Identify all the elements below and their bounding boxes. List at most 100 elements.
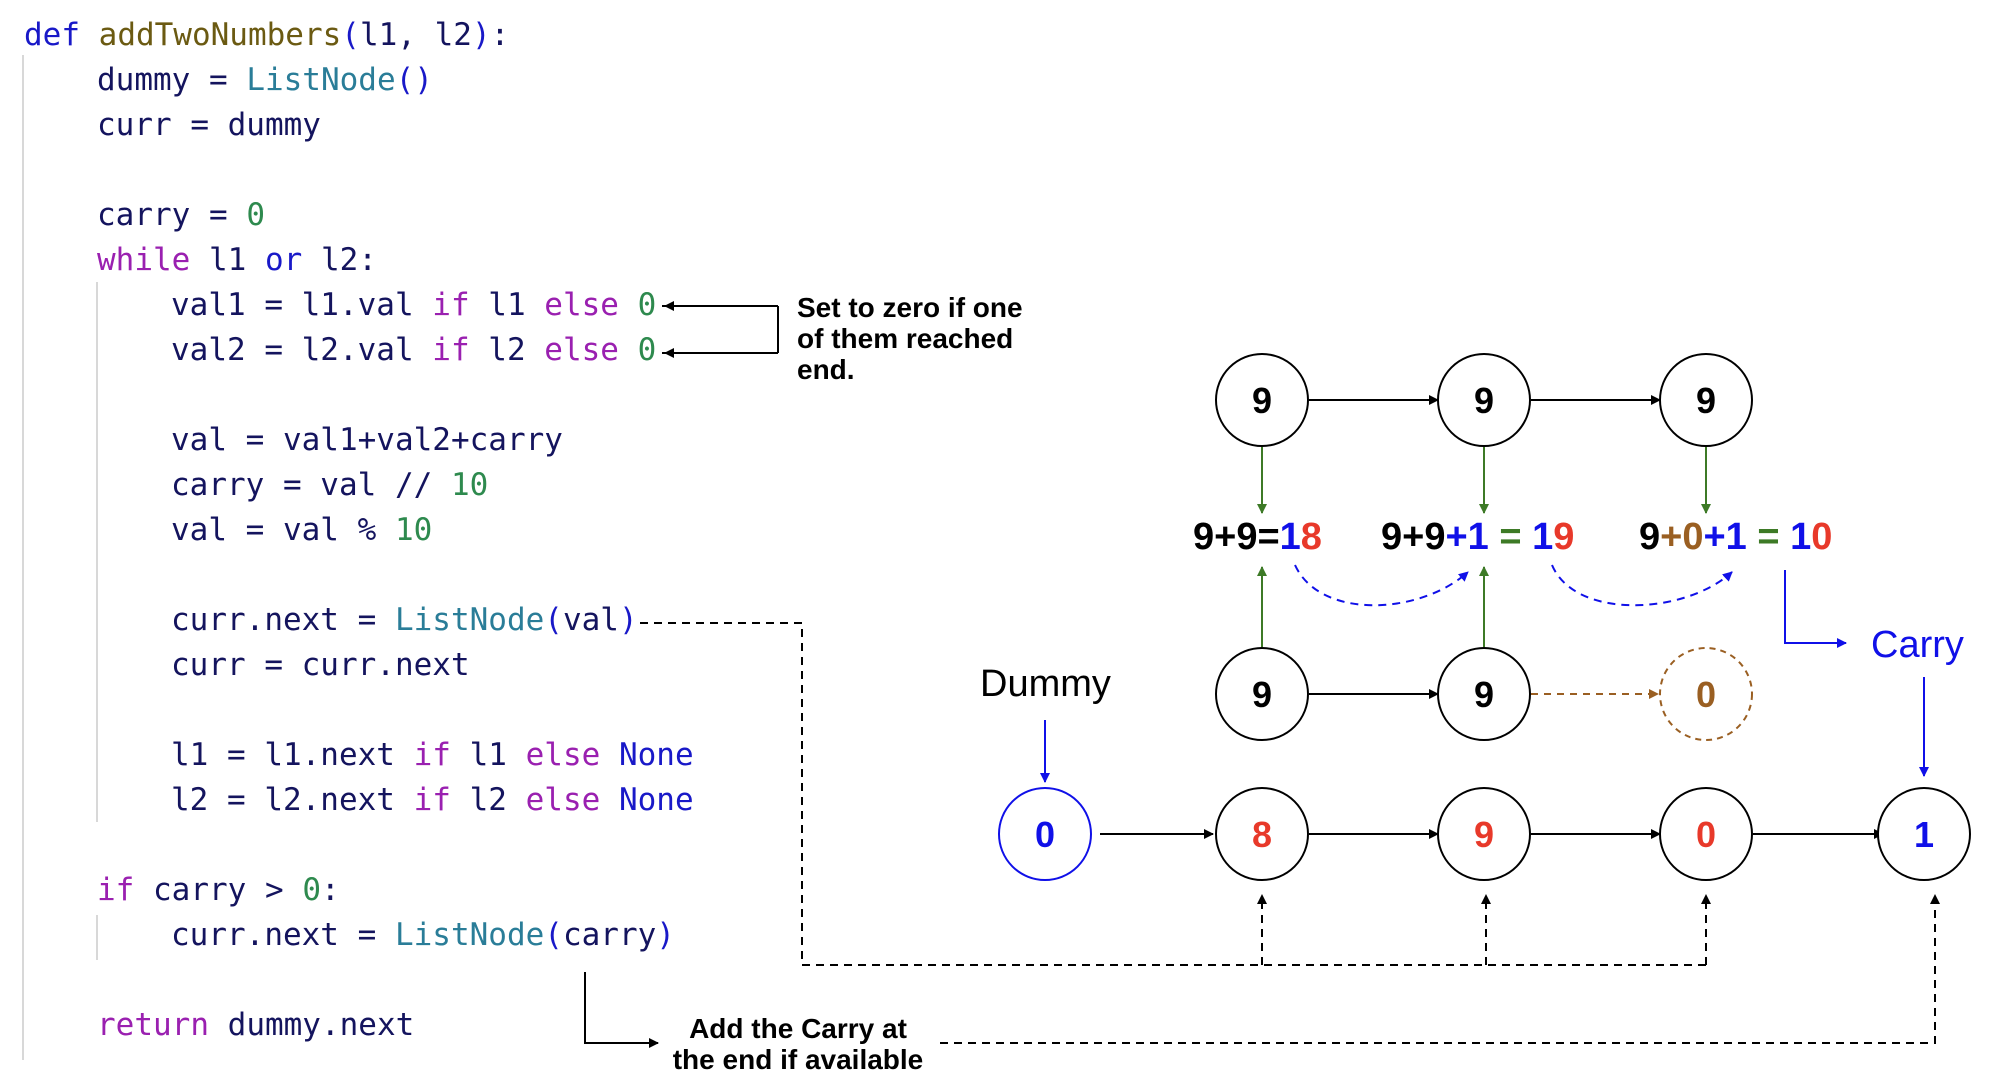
code-token: val = val % xyxy=(171,512,395,548)
code-token: or xyxy=(264,242,321,278)
result-node-3-value: 9 xyxy=(1474,814,1494,855)
code-token: ) xyxy=(656,917,675,953)
code-line: return dummy.next xyxy=(97,1005,414,1045)
code-line: def addTwoNumbers(l1, l2): xyxy=(24,15,509,55)
code-token: l2 xyxy=(434,17,472,53)
code-token: ) xyxy=(618,602,638,638)
result-node-5-value: 1 xyxy=(1914,814,1934,855)
sum-token: = xyxy=(1746,516,1791,558)
l2-node-2: 9 xyxy=(1437,647,1531,741)
carry-dashed-line xyxy=(940,894,1940,1044)
sum-token: 1 xyxy=(1279,516,1301,558)
sum-token: +0 xyxy=(1660,516,1704,558)
code-token: () xyxy=(395,62,433,98)
sum-step-1: 9+9=18 xyxy=(1193,515,1322,559)
code-token: l1 xyxy=(488,287,545,323)
code-line: curr.next = ListNode(val) xyxy=(171,600,638,640)
listnode-dashed-connector xyxy=(640,622,1706,966)
l2-node-1-value: 9 xyxy=(1252,674,1272,715)
l2-node-2-value: 9 xyxy=(1474,674,1494,715)
code-token: carry xyxy=(562,917,657,953)
result-node-2: 8 xyxy=(1215,787,1309,881)
code-line: while l1 or l2: xyxy=(97,240,377,280)
result-node-2-circle xyxy=(1215,787,1309,881)
result-node-4-circle xyxy=(1659,787,1753,881)
code-token: val2 = l2.val xyxy=(171,332,433,368)
l2-node-1-circle xyxy=(1215,647,1309,741)
sum-step-2: 9+9+1 = 19 xyxy=(1381,515,1574,559)
code-token: ) xyxy=(471,17,491,53)
carry-note: Add the Carry at the end if available xyxy=(672,1013,924,1075)
result-node-4-value: 0 xyxy=(1696,814,1716,855)
result-node-1: 0 xyxy=(998,787,1092,881)
code-token: if xyxy=(432,287,489,323)
sum-token: 1 xyxy=(1790,516,1812,558)
result-node-1-circle xyxy=(998,787,1092,881)
code-token: l1 xyxy=(469,737,526,773)
code-token: None xyxy=(618,782,694,818)
code-token: addTwoNumbers xyxy=(98,17,342,53)
code-line: carry = val // 10 xyxy=(171,465,488,505)
code-token: while xyxy=(97,242,209,278)
code-token: l2 xyxy=(488,332,545,368)
sum-token: 0 xyxy=(1811,516,1833,558)
code-token: l1 xyxy=(208,242,265,278)
code-token: l2: xyxy=(320,242,377,278)
code-token: 10 xyxy=(394,512,433,548)
code-token: else xyxy=(544,287,638,323)
code-token: if xyxy=(413,737,470,773)
l2-node-3-circle xyxy=(1659,647,1753,741)
code-line: curr = dummy xyxy=(97,105,321,145)
note-bracket-arrows xyxy=(662,305,779,354)
l1-node-2-circle xyxy=(1437,353,1531,447)
sum-token: 1 xyxy=(1532,516,1554,558)
l1-node-3-value: 9 xyxy=(1696,380,1716,421)
result-node-4: 0 xyxy=(1659,787,1753,881)
code-token: def xyxy=(24,17,99,53)
code-token: ListNode xyxy=(246,62,396,98)
sum-token: +1 xyxy=(1445,516,1489,558)
sum-token: = xyxy=(1488,516,1533,558)
code-token: ( xyxy=(544,917,563,953)
code-token: curr.next = xyxy=(171,917,395,953)
carry-label: Carry xyxy=(1871,624,1964,666)
code-token: carry > xyxy=(153,872,303,908)
result-node-5: 1 xyxy=(1877,787,1971,881)
code-token: curr = curr.next xyxy=(171,647,470,683)
code-token: l1 xyxy=(359,17,398,53)
code-token: : xyxy=(490,17,510,53)
code-token: dummy.next xyxy=(227,1007,415,1043)
code-token: ListNode xyxy=(394,917,545,953)
code-block: def addTwoNumbers(l1, l2): dummy = ListNo… xyxy=(0,0,800,1082)
code-line: if carry > 0: xyxy=(97,870,340,910)
code-line: dummy = ListNode() xyxy=(97,60,433,100)
l2-node-2-circle xyxy=(1437,647,1531,741)
code-token: else xyxy=(525,737,619,773)
l1-node-3: 9 xyxy=(1659,353,1753,447)
l1-node-1: 9 xyxy=(1215,353,1309,447)
l2-node-3: 0 xyxy=(1659,647,1753,741)
code-line: val = val1+val2+carry xyxy=(171,420,563,460)
code-token: l1 = l1.next xyxy=(171,737,414,773)
sum-token: 9 xyxy=(1553,516,1575,558)
result-node-3: 9 xyxy=(1437,787,1531,881)
l1-node-2-value: 9 xyxy=(1474,380,1494,421)
l1-node-3-circle xyxy=(1659,353,1753,447)
code-token: else xyxy=(525,782,619,818)
code-token: val1 = l1.val xyxy=(171,287,433,323)
code-token: 0 xyxy=(302,872,321,908)
code-line: carry = 0 xyxy=(97,195,265,235)
result-node-2-value: 8 xyxy=(1252,814,1272,855)
code-line: curr.next = ListNode(carry) xyxy=(171,915,675,955)
code-token: 0 xyxy=(637,287,657,323)
carry-label-arrow xyxy=(1784,570,1847,648)
code-token: return xyxy=(97,1007,228,1043)
code-line: val = val % 10 xyxy=(171,510,432,550)
indent-guide-while xyxy=(96,282,98,822)
indent-guide-function xyxy=(22,55,24,1060)
code-token: ( xyxy=(544,602,563,638)
code-token: curr.next = xyxy=(171,602,395,638)
code-line: val1 = l1.val if l1 else 0 xyxy=(171,285,656,325)
